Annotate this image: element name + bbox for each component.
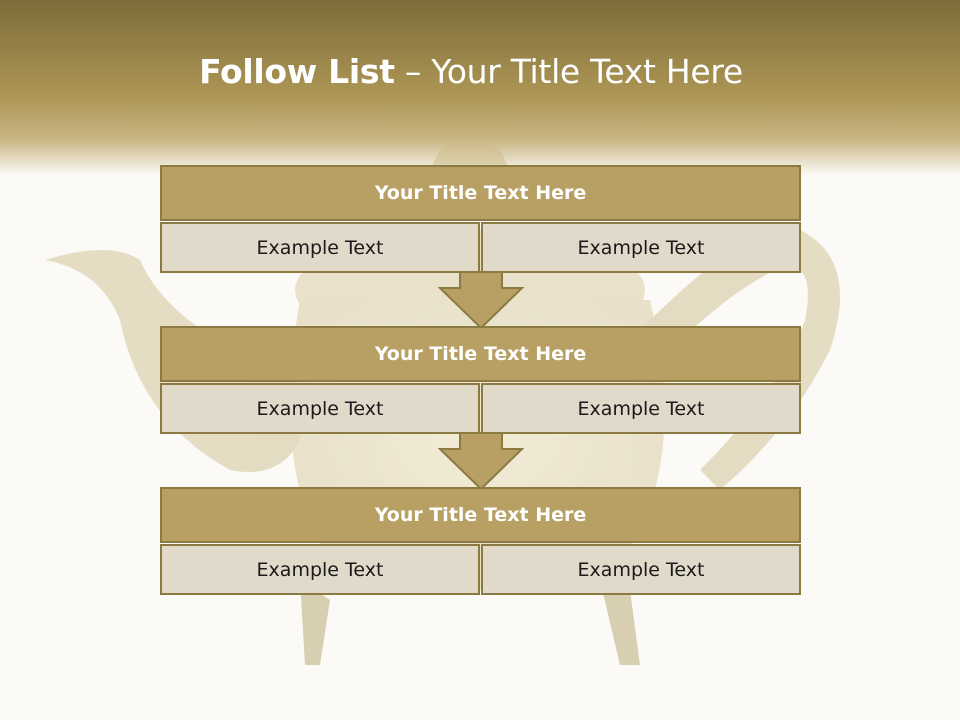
block-heading: Your Title Text Here bbox=[160, 326, 801, 382]
block-row: Example Text Example Text bbox=[160, 222, 801, 273]
block-cell-right: Example Text bbox=[481, 383, 801, 434]
block-cell-right: Example Text bbox=[481, 222, 801, 273]
block-heading: Your Title Text Here bbox=[160, 165, 801, 221]
list-block-3: Your Title Text Here Example Text Exampl… bbox=[160, 487, 801, 595]
list-block-2: Your Title Text Here Example Text Exampl… bbox=[160, 326, 801, 434]
list-block-1: Your Title Text Here Example Text Exampl… bbox=[160, 165, 801, 273]
down-arrow-icon bbox=[438, 271, 524, 330]
block-cell-left: Example Text bbox=[160, 222, 480, 273]
block-cell-left: Example Text bbox=[160, 544, 480, 595]
down-arrow-icon bbox=[438, 432, 524, 491]
slide-title: Follow List – Your Title Text Here bbox=[0, 52, 942, 91]
block-row: Example Text Example Text bbox=[160, 383, 801, 434]
block-cell-right: Example Text bbox=[481, 544, 801, 595]
slide-title-rest: – Your Title Text Here bbox=[404, 52, 743, 91]
slide-title-bold: Follow List bbox=[199, 52, 395, 91]
block-cell-left: Example Text bbox=[160, 383, 480, 434]
block-heading: Your Title Text Here bbox=[160, 487, 801, 543]
block-row: Example Text Example Text bbox=[160, 544, 801, 595]
